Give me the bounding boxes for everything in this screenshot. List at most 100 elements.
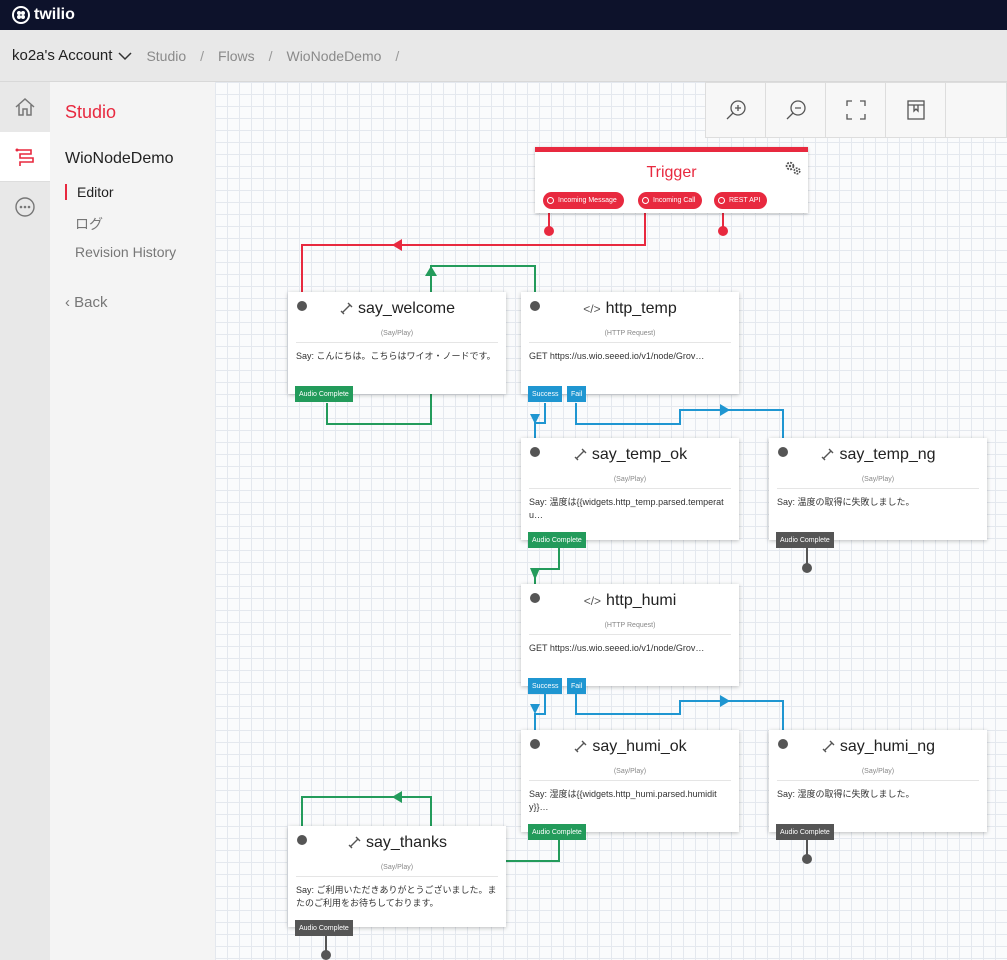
- fullscreen-icon: [845, 100, 866, 120]
- zoom-out-icon: [786, 100, 806, 120]
- phone-icon: [574, 740, 587, 753]
- breadcrumb-flow[interactable]: WioNodeDemo: [286, 47, 382, 64]
- widget-http-humi[interactable]: </>http_humi (HTTP Request) GET https://…: [521, 584, 739, 694]
- transition-audio-complete[interactable]: Audio Complete: [528, 532, 586, 548]
- widget-body: Say: 湿度の取得に失敗しました。: [777, 789, 915, 799]
- zoom-out-button[interactable]: [766, 83, 826, 137]
- widget-body: Say: 温度の取得に失敗しました。: [777, 497, 915, 507]
- widget-name: say_welcome: [358, 300, 455, 317]
- transition-audio-complete[interactable]: Audio Complete: [776, 824, 834, 840]
- input-port[interactable]: [778, 447, 788, 457]
- transition-fail[interactable]: Fail: [567, 386, 587, 402]
- widget-name: say_humi_ok: [592, 738, 687, 755]
- sidebar-item-editor[interactable]: Editor: [65, 184, 114, 200]
- widget-body: GET https://us.wio.seeed.io/v1/node/Grov…: [529, 351, 705, 361]
- rail-studio[interactable]: [0, 132, 50, 182]
- trigger-title: Trigger: [646, 164, 697, 181]
- chevron-down-icon: [118, 51, 132, 60]
- widget-say-humi-ok[interactable]: say_humi_ok (Say/Play) Say: 湿度は{{widgets…: [521, 730, 739, 840]
- widget-type: (HTTP Request): [604, 622, 656, 629]
- bookmark-icon: [906, 100, 925, 120]
- back-link[interactable]: ‹ Back: [65, 294, 108, 311]
- fullscreen-button[interactable]: [826, 83, 886, 137]
- pill-label: Incoming Message: [558, 197, 617, 204]
- breadcrumb: ko2a's Account Studio / Flows / WioNodeD…: [0, 30, 1007, 82]
- transition-success[interactable]: Success: [528, 678, 563, 694]
- phone-icon: [348, 836, 361, 849]
- transition-audio-complete[interactable]: Audio Complete: [776, 532, 834, 548]
- trigger-rest-api[interactable]: REST API: [714, 192, 768, 209]
- twilio-logo-icon: [12, 6, 30, 24]
- widget-type: (Say/Play): [380, 864, 414, 871]
- transition-audio-complete[interactable]: Audio Complete: [295, 386, 353, 402]
- trigger-incoming-call[interactable]: Incoming Call: [638, 192, 703, 209]
- widget-body: GET https://us.wio.seeed.io/v1/node/Grov…: [529, 643, 705, 653]
- divider: [529, 342, 731, 343]
- code-icon: </>: [583, 594, 602, 608]
- transition-audio-complete[interactable]: Audio Complete: [295, 920, 353, 936]
- account-name: ko2a's Account: [12, 47, 113, 64]
- bookmark-button[interactable]: [886, 83, 946, 137]
- input-port[interactable]: [297, 835, 307, 845]
- phone-icon: [821, 448, 834, 461]
- zoom-in-button[interactable]: [706, 83, 766, 137]
- widget-say-humi-ng[interactable]: say_humi_ng (Say/Play) Say: 湿度の取得に失敗しました…: [769, 730, 987, 840]
- input-port[interactable]: [297, 301, 307, 311]
- port-icon: [718, 197, 725, 204]
- brand-name: twilio: [34, 6, 75, 23]
- code-icon: </>: [583, 302, 601, 316]
- widget-type: (Say/Play): [613, 768, 647, 775]
- widget-type: (Say/Play): [380, 330, 414, 337]
- input-port[interactable]: [530, 447, 540, 457]
- breadcrumb-separator: /: [200, 47, 205, 64]
- widget-say-thanks[interactable]: say_thanks (Say/Play) Say: ご利用いただきありがとうご…: [288, 826, 506, 936]
- breadcrumb-separator: /: [395, 47, 400, 64]
- widget-say-temp-ng[interactable]: say_temp_ng (Say/Play) Say: 温度の取得に失敗しました…: [769, 438, 987, 548]
- back-label: Back: [74, 294, 108, 311]
- widget-body: Say: 湿度は{{widgets.http_humi.parsed.humid…: [529, 789, 717, 812]
- input-port[interactable]: [530, 739, 540, 749]
- widget-name: say_thanks: [366, 834, 447, 851]
- widget-say-temp-ok[interactable]: say_temp_ok (Say/Play) Say: 温度は{{widgets…: [521, 438, 739, 548]
- phone-icon: [574, 448, 587, 461]
- phone-icon: [340, 302, 353, 315]
- more-icon: [15, 197, 35, 217]
- widget-type: (Say/Play): [861, 768, 895, 775]
- sidebar: Studio WioNodeDemo Editor ログ Revision Hi…: [50, 82, 215, 960]
- breadcrumb-studio[interactable]: Studio: [146, 47, 187, 64]
- transition-fail[interactable]: Fail: [567, 678, 587, 694]
- input-port[interactable]: [778, 739, 788, 749]
- account-switcher[interactable]: ko2a's Account: [12, 47, 132, 64]
- flow-name: WioNodeDemo: [65, 150, 174, 167]
- pill-label: Incoming Call: [653, 197, 696, 204]
- divider: [296, 876, 498, 877]
- widget-name: say_humi_ng: [839, 738, 936, 755]
- port-icon: [642, 197, 649, 204]
- top-bar: twilio: [0, 0, 1007, 30]
- trigger-incoming-message[interactable]: Incoming Message: [543, 192, 624, 209]
- twilio-logo[interactable]: twilio: [12, 6, 75, 24]
- widget-body: Say: こんにちは。こちらはワイオ・ノードです。: [296, 351, 496, 361]
- icon-rail: [0, 82, 50, 960]
- sidebar-item-revision-history[interactable]: Revision History: [75, 244, 177, 260]
- widget-say-welcome[interactable]: say_welcome (Say/Play) Say: こんにちは。こちらはワイ…: [288, 292, 506, 402]
- pill-label: REST API: [729, 197, 761, 204]
- sidebar-item-logs[interactable]: ログ: [75, 216, 103, 232]
- input-port[interactable]: [530, 301, 540, 311]
- breadcrumb-flows[interactable]: Flows: [218, 47, 255, 64]
- input-port[interactable]: [530, 593, 540, 603]
- gear-icon[interactable]: [784, 160, 802, 176]
- widget-type: (HTTP Request): [604, 330, 656, 337]
- trigger-widget[interactable]: Trigger Incoming Message Incoming Call R…: [535, 147, 808, 213]
- widget-http-temp[interactable]: </>http_temp (HTTP Request) GET https://…: [521, 292, 739, 402]
- widget-type: (Say/Play): [861, 476, 895, 483]
- port-icon: [547, 197, 554, 204]
- breadcrumb-separator: /: [268, 47, 273, 64]
- rail-more[interactable]: [0, 182, 50, 232]
- rail-home[interactable]: [0, 82, 50, 132]
- transition-success[interactable]: Success: [528, 386, 563, 402]
- transition-audio-complete[interactable]: Audio Complete: [528, 824, 586, 840]
- divider: [529, 488, 731, 489]
- sidebar-title[interactable]: Studio: [65, 102, 117, 122]
- canvas-toolbar: [705, 82, 1007, 138]
